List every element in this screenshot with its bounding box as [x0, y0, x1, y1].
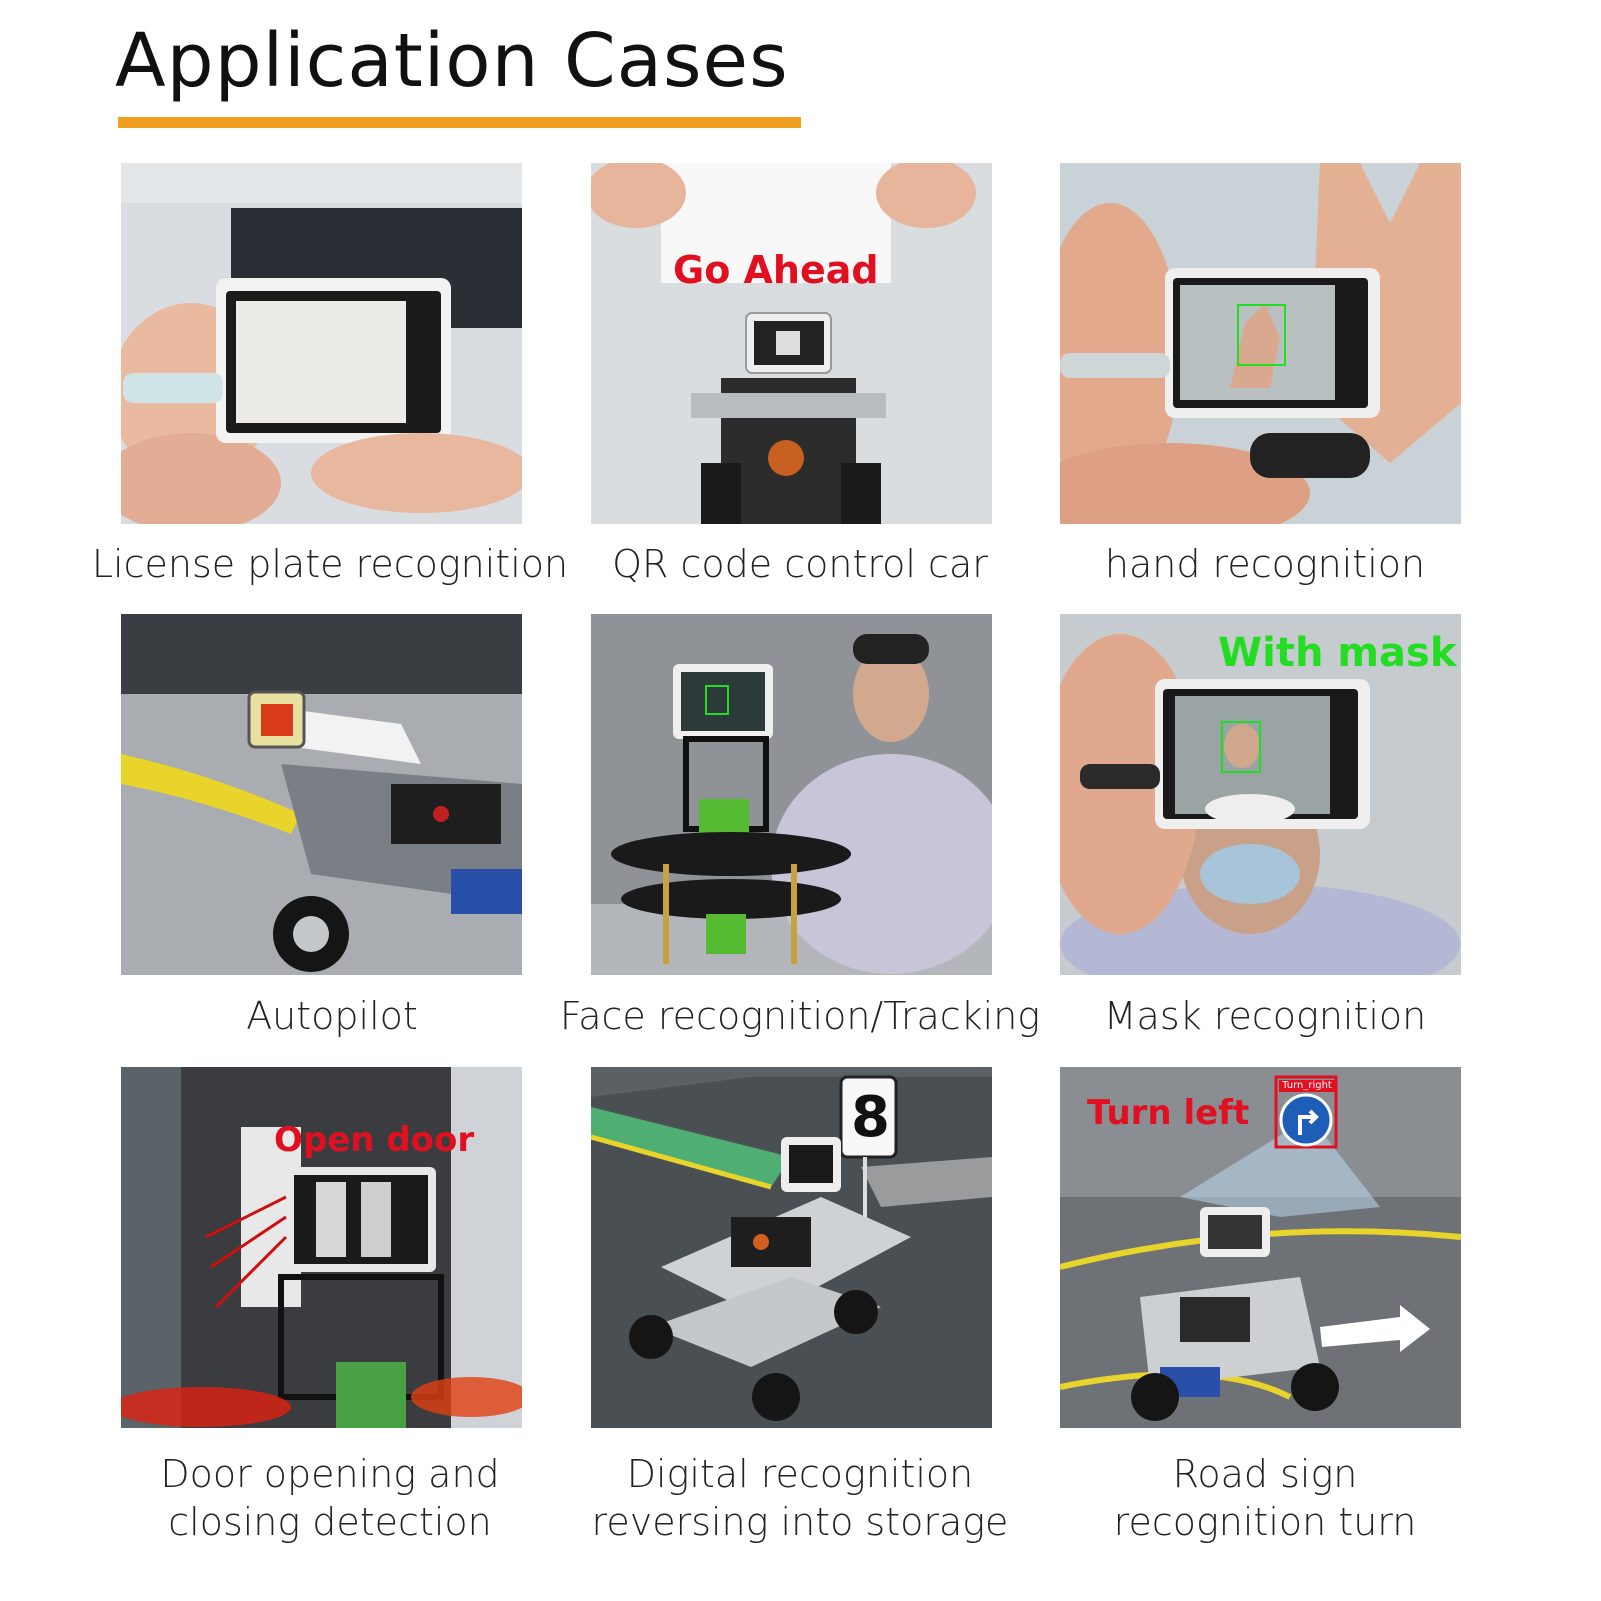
- face-tracking-photo: [591, 614, 992, 975]
- caption-road-sign-line1: Road sign: [1172, 1452, 1358, 1496]
- caption-digital-line1: Digital recognition: [626, 1452, 974, 1496]
- go-ahead-label: Go Ahead: [673, 248, 879, 292]
- title-underline: [118, 117, 801, 128]
- with-mask-label: With mask: [1218, 630, 1457, 676]
- qr-car-photo: Go Ahead: [591, 163, 992, 524]
- page-title: Application Cases: [115, 18, 789, 104]
- number-sign: 8: [851, 1085, 890, 1150]
- caption-door-line2: closing detection: [168, 1500, 492, 1544]
- caption-autopilot: Autopilot: [246, 994, 418, 1038]
- autopilot-photo: [121, 614, 522, 975]
- mask-recognition-photo: With mask: [1060, 614, 1461, 975]
- road-sign-photo: Turn left Turn_right: [1060, 1067, 1461, 1428]
- license-plate-photo: [121, 163, 522, 524]
- caption-road-sign-line2: recognition turn: [1113, 1500, 1417, 1544]
- open-door-label: Open door: [274, 1120, 475, 1160]
- hand-recognition-photo: [1060, 163, 1461, 524]
- turn-left-label: Turn left: [1087, 1093, 1250, 1133]
- caption-face-tracking: Face recognition/Tracking: [559, 994, 1041, 1038]
- caption-digital-line2: reversing into storage: [591, 1500, 1009, 1544]
- door-detection-photo: Open door: [121, 1067, 522, 1428]
- caption-hand: hand recognition: [1104, 542, 1426, 586]
- caption-door: Door opening and closing detection: [70, 1450, 590, 1546]
- turn-right-detection-label: Turn_right: [1279, 1080, 1335, 1092]
- caption-license-plate: License plate recognition: [91, 542, 569, 586]
- caption-qr-car: QR code control car: [612, 542, 988, 586]
- digital-recognition-photo: 8: [591, 1067, 992, 1428]
- caption-digital: Digital recognition reversing into stora…: [540, 1450, 1060, 1546]
- caption-road-sign: Road sign recognition turn: [1005, 1450, 1525, 1546]
- caption-mask: Mask recognition: [1103, 994, 1427, 1038]
- caption-door-line1: Door opening and: [160, 1452, 500, 1496]
